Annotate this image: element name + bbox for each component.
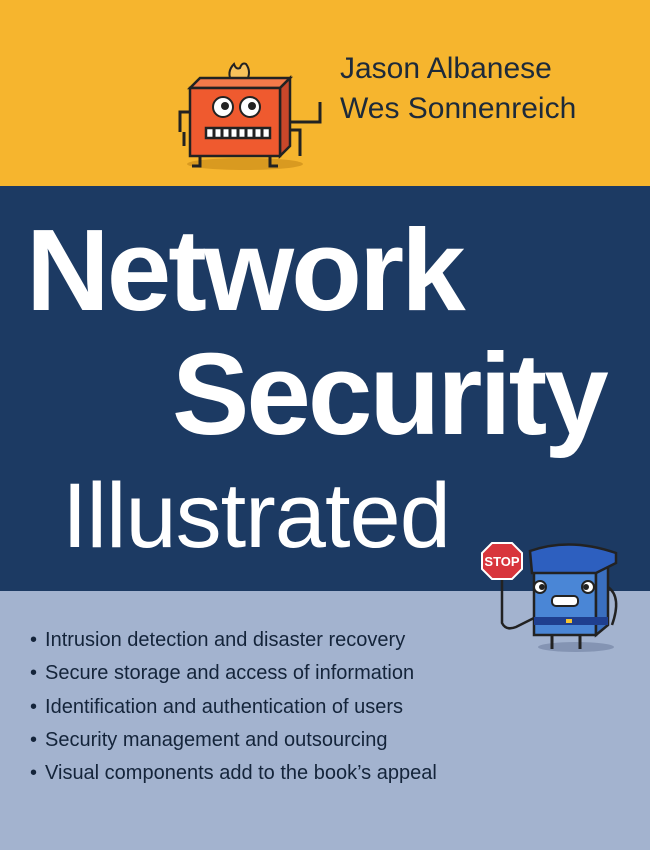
feature-list: Intrusion detection and disaster recover… bbox=[30, 625, 437, 791]
feature-item: Intrusion detection and disaster recover… bbox=[30, 625, 437, 658]
feature-item: Identification and authentication of use… bbox=[30, 692, 437, 725]
feature-item: Visual components add to the book’s appe… bbox=[30, 758, 437, 791]
stop-sign-text: STOP bbox=[484, 554, 519, 569]
title-line-1: Network bbox=[26, 205, 466, 335]
author-2: Wes Sonnenreich bbox=[340, 92, 577, 125]
title-line-2: Security bbox=[172, 329, 609, 459]
author-1: Jason Albanese bbox=[340, 52, 552, 85]
title-band bbox=[0, 186, 650, 591]
feature-item: Secure storage and access of information bbox=[30, 658, 437, 691]
feature-item: Security management and outsourcing bbox=[30, 725, 437, 758]
title-line-3: Illustrated bbox=[62, 465, 451, 567]
firewall-mascot-icon bbox=[178, 62, 322, 170]
top-band bbox=[0, 0, 650, 186]
guard-mascot-icon: STOP bbox=[481, 542, 618, 652]
